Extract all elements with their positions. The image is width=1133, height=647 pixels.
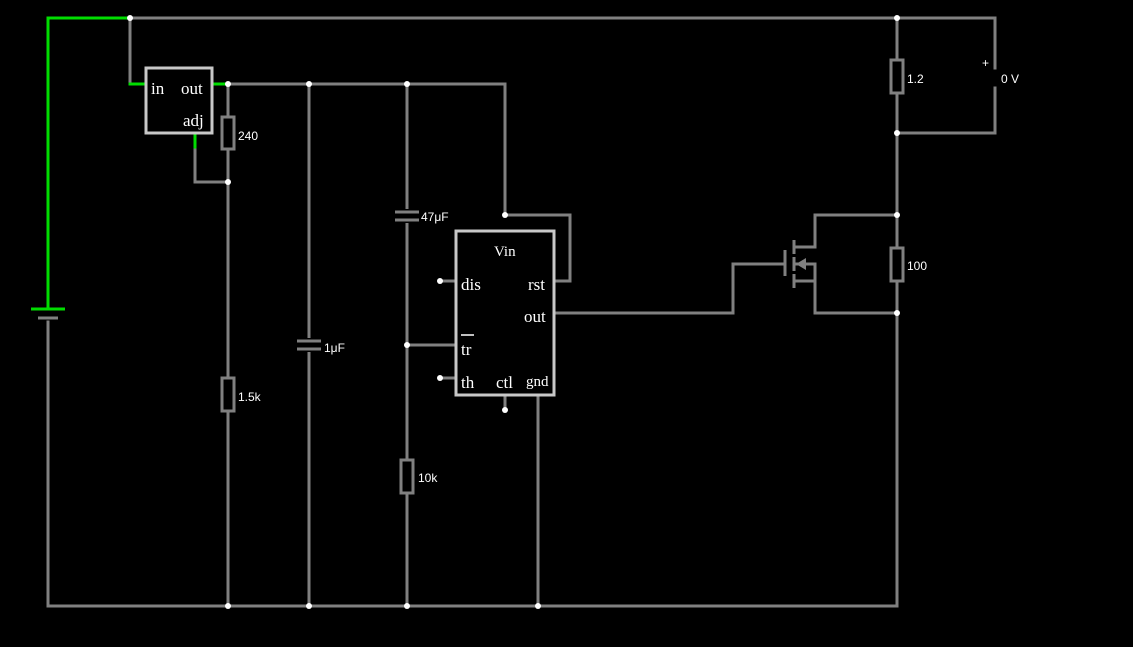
timer-out-label: out — [524, 307, 546, 326]
node-th[interactable] — [437, 375, 443, 381]
node-vin[interactable] — [502, 212, 508, 218]
node-reg-out[interactable] — [225, 81, 231, 87]
voltmeter-wire[interactable] — [895, 86, 997, 135]
resistor-10k-body — [399, 458, 415, 495]
reset-loop-wire[interactable] — [503, 213, 572, 283]
node-bottom-3[interactable] — [404, 603, 410, 609]
voltage-regulator[interactable]: in out adj — [144, 66, 214, 135]
bottom-rail-wire[interactable] — [46, 311, 899, 608]
capacitor-47uf-label: 47μF — [421, 210, 449, 224]
junction-nodes — [127, 15, 900, 609]
node-trigger[interactable] — [404, 342, 410, 348]
resistor-1-2-label: 1.2 — [907, 72, 924, 86]
mosfet-drain-wire[interactable] — [793, 213, 899, 249]
resistor-10k[interactable]: 10k — [399, 458, 438, 495]
node-top-right[interactable] — [894, 15, 900, 21]
node-adj[interactable] — [225, 179, 231, 185]
resistor-100-label: 100 — [907, 259, 927, 273]
capacitor-1uf[interactable]: 1μF — [297, 338, 345, 355]
mosfet-arrow-icon — [796, 258, 806, 270]
voltmeter-plus-label: + — [982, 56, 989, 70]
output-rail-wire[interactable] — [226, 82, 507, 217]
timer-th-label: th — [461, 373, 475, 392]
resistor-100-body — [889, 246, 905, 283]
capacitor-47uf[interactable]: 47μF — [395, 209, 449, 224]
node-drain[interactable] — [894, 212, 900, 218]
timer-body — [454, 229, 556, 397]
resistor-1-2[interactable]: 1.2 — [889, 58, 924, 95]
timer-tr-label: tr — [461, 340, 472, 359]
timer-rst-label: rst — [528, 275, 545, 294]
resistor-1-5k[interactable]: 1.5k — [220, 376, 262, 413]
timer-vin-label: Vin — [494, 244, 516, 260]
mosfet[interactable] — [783, 240, 806, 288]
regulator-adj-label: adj — [183, 111, 204, 130]
resistor-240-label: 240 — [238, 129, 258, 143]
timer-dis-label: dis — [461, 275, 481, 294]
regulator-body — [144, 66, 214, 135]
node-dis[interactable] — [437, 278, 443, 284]
node-voltmeter[interactable] — [894, 130, 900, 136]
node-c47uf-top[interactable] — [404, 81, 410, 87]
output-gate-wire[interactable] — [552, 262, 787, 315]
timer-ctl-label: ctl — [496, 373, 513, 392]
node-bottom-1[interactable] — [225, 603, 231, 609]
resistor-1-2-body — [889, 58, 905, 95]
node-top-left[interactable] — [127, 15, 133, 21]
regulator-out-label: out — [181, 79, 203, 98]
timer-gnd-label: gnd — [526, 374, 549, 390]
resistor-240-body — [220, 115, 236, 151]
node-ctl[interactable] — [502, 407, 508, 413]
resistor-240[interactable]: 240 — [220, 115, 258, 151]
regulator-in-label: in — [151, 79, 165, 98]
top-rail-wire[interactable] — [128, 16, 997, 70]
mosfet-source-wire[interactable] — [793, 279, 899, 315]
battery[interactable] — [31, 307, 65, 320]
timer-555[interactable]: Vin dis rst out tr th ctl gnd — [454, 229, 556, 397]
node-bottom-4[interactable] — [535, 603, 541, 609]
resistor-1-5k-label: 1.5k — [238, 390, 262, 404]
node-source[interactable] — [894, 310, 900, 316]
voltmeter[interactable]: + 0 V — [982, 56, 1019, 86]
node-c1uf-top[interactable] — [306, 81, 312, 87]
resistor-1-5k-body — [220, 376, 236, 413]
adj-wire[interactable] — [193, 148, 230, 184]
capacitor-1uf-label: 1μF — [324, 341, 345, 355]
resistor-100[interactable]: 100 — [889, 246, 927, 283]
node-bottom-2[interactable] — [306, 603, 312, 609]
voltmeter-reading: 0 V — [1001, 72, 1019, 86]
resistor-10k-label: 10k — [418, 471, 438, 485]
